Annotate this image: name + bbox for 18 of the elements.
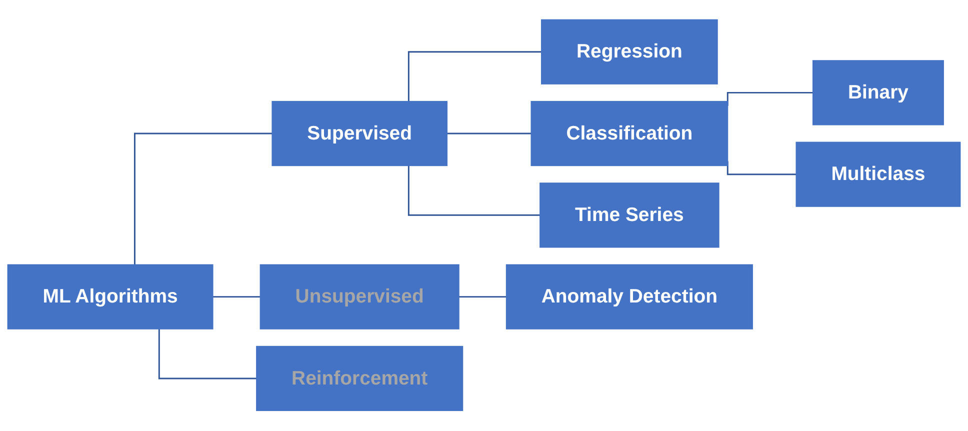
connector	[134, 133, 272, 266]
connector	[408, 51, 542, 102]
node-box: Anomaly Detection	[506, 264, 753, 330]
node-box: Time Series	[540, 182, 720, 248]
connector	[726, 162, 796, 176]
node-box: Multiclass	[796, 142, 961, 208]
node-box: Reinforcement	[256, 346, 464, 412]
node-box: Classification	[530, 101, 728, 166]
node-box: Regression	[541, 20, 718, 85]
node-box: Supervised	[272, 101, 448, 166]
connector	[446, 133, 532, 135]
connector	[408, 166, 540, 216]
connector	[212, 296, 260, 298]
connector	[458, 296, 506, 298]
node-box: Binary	[812, 60, 944, 126]
node-box: Unsupervised	[260, 264, 460, 330]
node-box: ML Algorithms	[7, 264, 214, 330]
connector	[158, 329, 257, 380]
